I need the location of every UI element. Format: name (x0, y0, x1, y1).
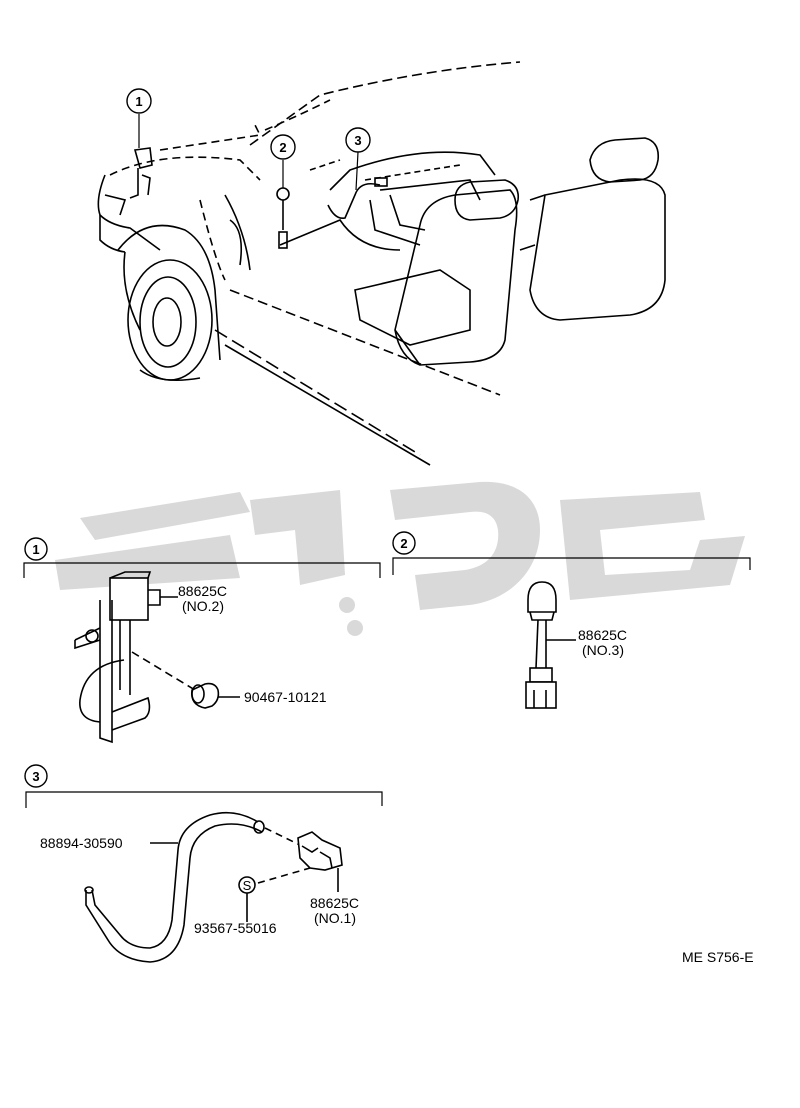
panel-3-sensor-note: (NO.1) (314, 910, 356, 926)
panel-1-part-top-note: (NO.2) (182, 598, 224, 614)
panel-1: 1 88625C (NO.2) 90467-101 (23, 537, 381, 744)
watermark-logo (55, 481, 745, 636)
callout-leaders (138, 114, 359, 191)
svg-text:3: 3 (354, 133, 361, 148)
panel-1-bolt: 90467-10121 (244, 689, 327, 705)
svg-text:1: 1 (135, 94, 142, 109)
panel-2-part-note: (NO.3) (582, 642, 624, 658)
panel-1-part-top: 88625C (178, 583, 227, 599)
panel-3-clip-symbol: S (243, 878, 252, 893)
panel-1-drawing (74, 571, 240, 744)
svg-text:3: 3 (32, 769, 39, 784)
reference-code: ME S756-E (682, 949, 754, 965)
svg-text:2: 2 (279, 140, 286, 155)
panel-3-sensor: 88625C (310, 895, 359, 911)
callout-1: 1 (126, 88, 152, 114)
panel-2-part: 88625C (578, 627, 627, 643)
panel-3-clip: 93567-55016 (194, 920, 277, 936)
callout-3: 3 (345, 127, 371, 153)
svg-text:1: 1 (32, 542, 39, 557)
panel-3-drawing (84, 811, 343, 963)
svg-text:2: 2 (400, 536, 407, 551)
panel-3: 3 S 88894-30590 88625C (NO.1) 93567-5501… (24, 764, 383, 963)
panel-2: 2 88625C (NO.3) (392, 531, 751, 709)
callout-2: 2 (270, 134, 296, 160)
panel-2-drawing (525, 581, 576, 709)
car-overview (97, 61, 666, 466)
panel-3-hose: 88894-30590 (40, 835, 123, 851)
